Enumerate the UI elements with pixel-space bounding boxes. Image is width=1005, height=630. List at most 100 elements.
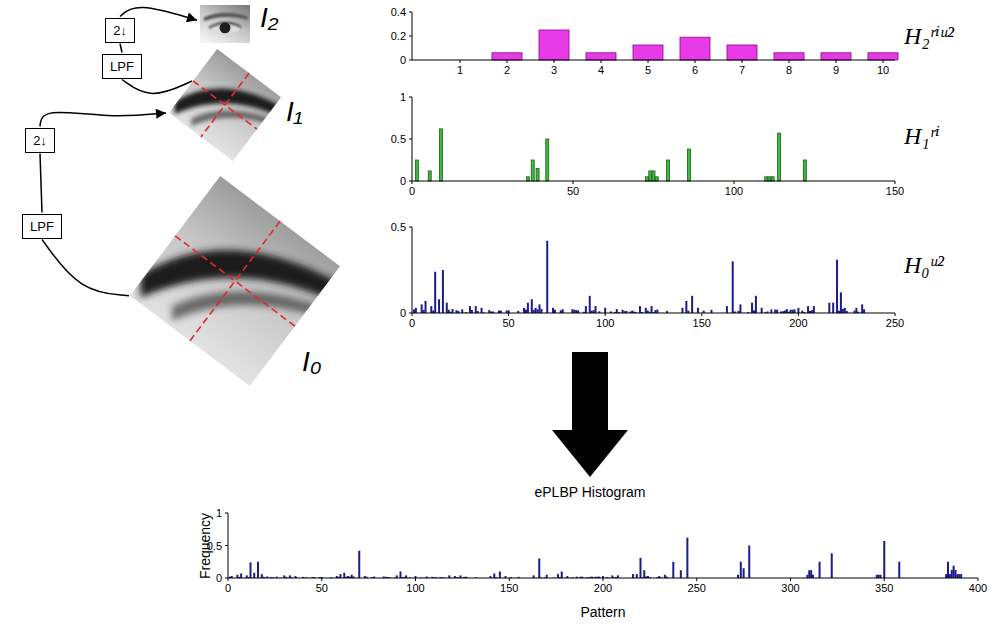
tick-label: 50 <box>316 582 328 594</box>
tick-label: 0.5 <box>391 221 406 233</box>
histogram-bar <box>531 160 534 181</box>
image-level: I₁ <box>169 49 281 161</box>
tick-mark <box>409 139 412 140</box>
histogram-bar <box>531 299 533 313</box>
histogram-bar <box>539 30 569 60</box>
histogram-bar <box>813 306 815 313</box>
histogram-bar <box>726 306 728 313</box>
box-label: 2↓ <box>113 23 127 38</box>
histogram-bar <box>646 177 649 181</box>
tick-label: 1 <box>400 91 406 103</box>
tick-mark <box>734 181 735 184</box>
histogram-h2 <box>412 12 898 60</box>
histogram-label: H₁ʳⁱ <box>904 122 940 150</box>
histogram-bar <box>527 303 529 313</box>
histogram-bar <box>645 308 647 313</box>
tick-label: 8 <box>786 64 792 76</box>
histogram-bar <box>446 303 448 313</box>
tick-mark <box>225 513 228 514</box>
histogram-bar <box>836 260 838 313</box>
histogram-bar <box>828 303 830 313</box>
histogram-bar <box>257 562 259 578</box>
tick-mark <box>415 578 416 581</box>
histogram-bar <box>655 177 658 181</box>
histogram-bar <box>561 572 563 579</box>
histogram-bar <box>778 133 781 181</box>
histogram-bar <box>604 308 606 313</box>
tick-label: 2 <box>504 64 510 76</box>
histogram-bar <box>595 306 597 313</box>
tick-mark <box>321 578 322 581</box>
histogram-bar <box>947 562 949 578</box>
histogram-bar <box>586 53 616 60</box>
histogram-bar <box>253 573 255 578</box>
histogram-bar <box>616 309 618 313</box>
histogram-bar <box>740 562 742 578</box>
histogram-bar <box>639 306 641 313</box>
x-axis-line <box>412 60 895 61</box>
histogram-bar <box>771 177 774 181</box>
histogram-bar <box>651 306 653 313</box>
level-label: I₁ <box>286 96 303 128</box>
tick-mark <box>412 181 413 184</box>
histogram-ep <box>228 513 978 578</box>
tick-label: 400 <box>969 582 987 594</box>
histogram-bar <box>883 541 885 578</box>
tick-mark <box>884 578 885 581</box>
tick-label: 250 <box>688 582 706 594</box>
histogram-bar <box>523 308 525 313</box>
tick-label: 0 <box>400 307 406 319</box>
tick-label: 50 <box>502 317 514 329</box>
histogram-bar <box>691 296 693 313</box>
histogram-bar <box>761 308 763 313</box>
tick-mark <box>409 12 412 13</box>
tick-mark <box>601 60 602 63</box>
histogram-bar <box>400 572 402 579</box>
histogram-bar <box>538 559 540 579</box>
tick-label: 0.2 <box>391 30 406 42</box>
tick-label: 1 <box>216 507 222 519</box>
tick-mark <box>409 97 412 98</box>
histogram-bar <box>774 310 776 313</box>
histogram-label: H₀ᵘ² <box>904 252 944 279</box>
histogram-bar <box>956 574 958 578</box>
histogram-bar <box>945 574 947 578</box>
tick-mark <box>648 60 649 63</box>
histogram-bar <box>340 574 342 578</box>
histogram-bar <box>697 308 699 313</box>
histogram-bar <box>571 309 573 313</box>
histogram-bar <box>540 309 542 313</box>
histogram-bar <box>840 292 842 313</box>
concatenation-arrow <box>552 352 628 477</box>
level-label: I₀ <box>302 346 322 378</box>
histogram-label: H₂ʳⁱᵘ² <box>904 22 954 50</box>
histogram-bar <box>413 309 415 313</box>
histogram-bar <box>863 309 865 313</box>
histogram-bar <box>652 171 655 181</box>
tick-mark <box>895 313 896 316</box>
tick-label: 100 <box>596 317 614 329</box>
histogram-bar <box>949 574 951 578</box>
histogram-bar <box>776 310 778 313</box>
histogram-bar <box>552 308 554 313</box>
histogram-bar <box>425 301 427 313</box>
tick-mark <box>509 578 510 581</box>
histogram-bar <box>469 306 471 313</box>
x-axis-line <box>412 181 895 182</box>
histogram-h0 <box>412 227 895 313</box>
histogram-bar <box>842 309 844 313</box>
tick-label: 50 <box>567 185 579 197</box>
histogram-bar <box>649 171 652 181</box>
histogram-bar <box>868 53 898 60</box>
histogram-bar <box>442 270 444 313</box>
eye-image <box>169 49 281 161</box>
histogram-bar <box>562 309 564 313</box>
histogram-bar <box>765 177 768 181</box>
tick-mark <box>883 60 884 63</box>
histogram-bar <box>953 566 955 578</box>
histogram-bar <box>748 546 750 579</box>
tick-label: 300 <box>781 582 799 594</box>
histogram-bar <box>774 53 804 60</box>
region-divider <box>201 73 249 137</box>
